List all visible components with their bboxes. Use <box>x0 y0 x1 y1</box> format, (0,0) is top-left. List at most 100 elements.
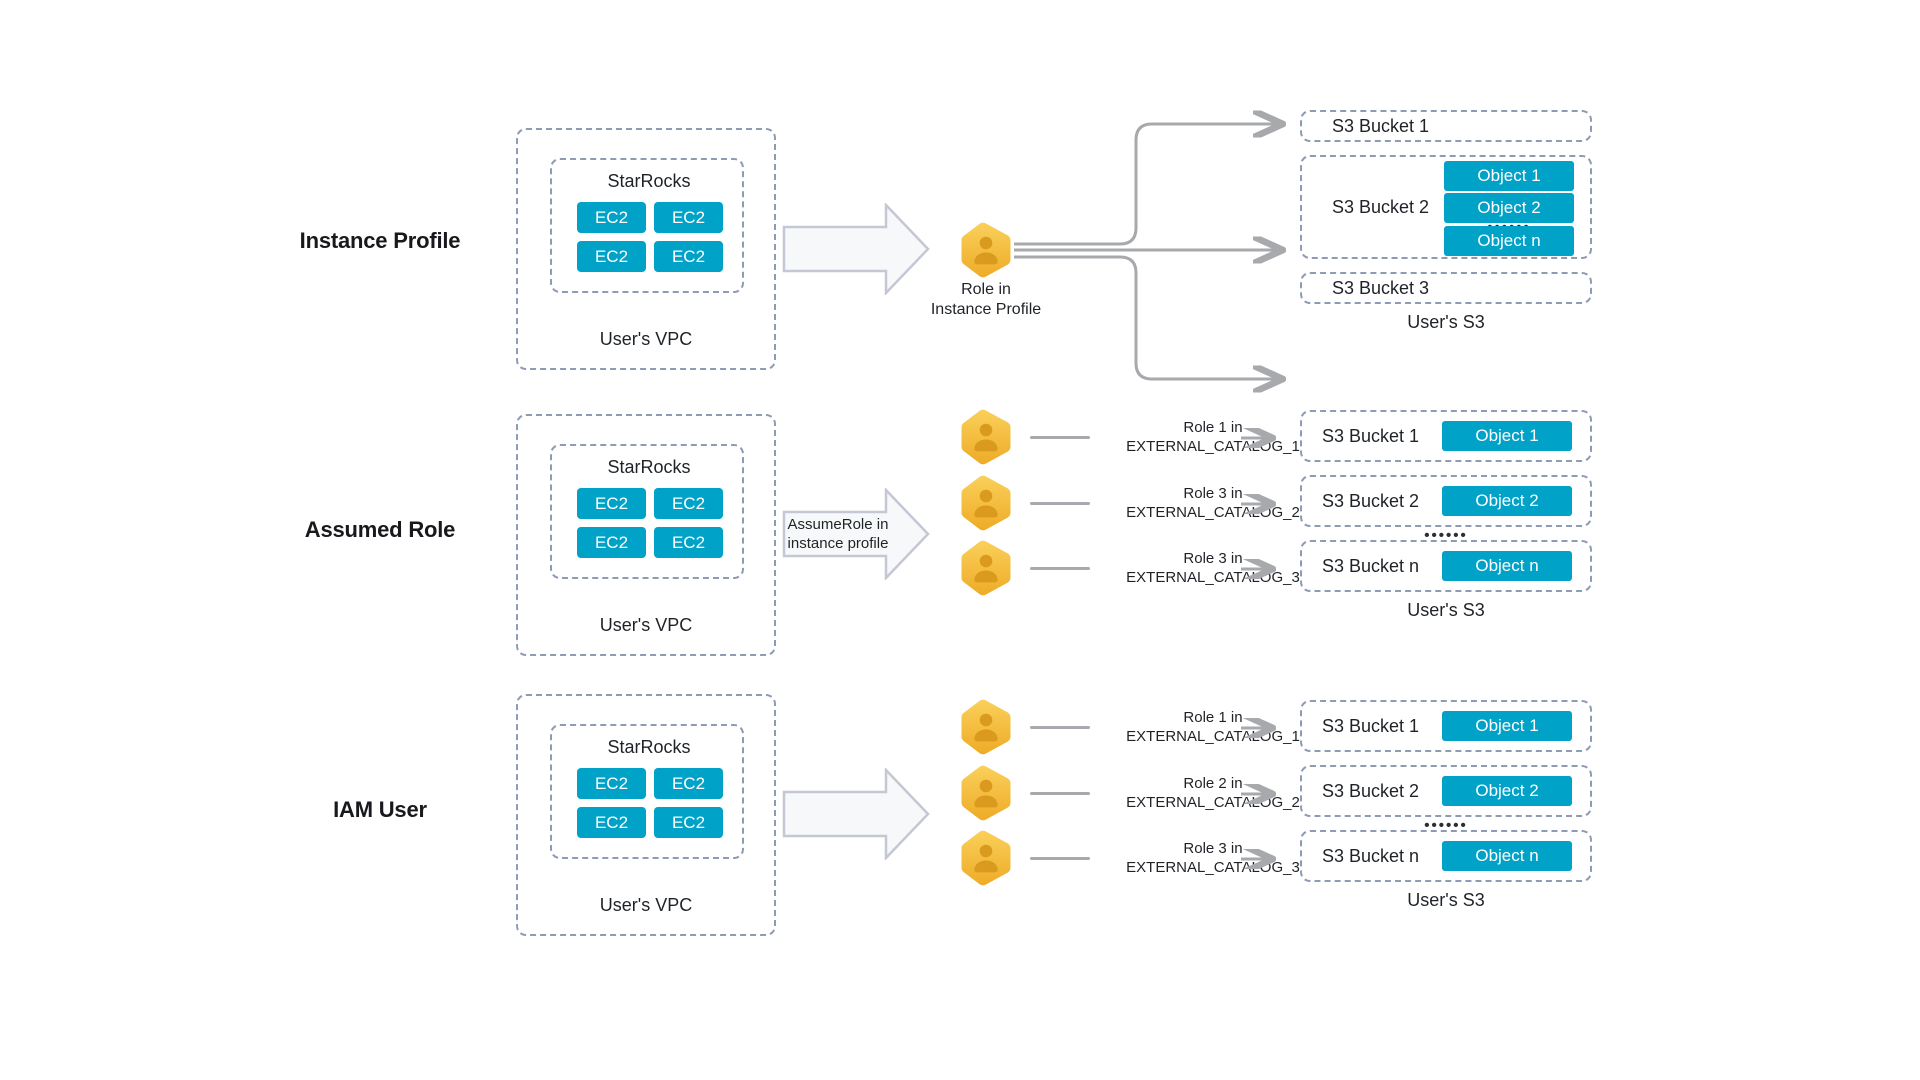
s3-object: Object 1 <box>1442 711 1572 741</box>
starrocks-title: StarRocks <box>607 171 691 191</box>
fanout-connectors <box>0 110 1920 410</box>
bucket-ellipsis: •••••• <box>1424 817 1468 834</box>
role-label: Role 3 in EXTERNAL_CATALOG_3 <box>1098 839 1328 877</box>
role-label-line-2: EXTERNAL_CATALOG_2 <box>1126 794 1300 811</box>
row-label-instance-profile: Instance Profile <box>299 228 461 253</box>
role-to-bucket-arrow <box>1240 494 1286 514</box>
s3-bucket-label: S3 Bucket 2 <box>1322 491 1420 511</box>
role-label-line-2: EXTERNAL_CATALOG_3 <box>1126 859 1300 876</box>
starrocks-container: StarRocks EC2 EC2 EC2 EC2 <box>550 158 744 293</box>
ec2-node: EC2 <box>577 241 646 272</box>
s3-bucket-label: S3 Bucket 1 <box>1332 116 1430 136</box>
role-hexagon-icon <box>960 699 1012 755</box>
vpc-caption: User's VPC <box>599 895 693 915</box>
role-to-bucket-arrow <box>1240 559 1286 579</box>
s3-caption: User's S3 <box>1407 600 1485 620</box>
s3-object: Object n <box>1444 226 1574 256</box>
s3-bucket: S3 Bucket 1 Object 1 <box>1300 700 1592 752</box>
vpc-container: StarRocks EC2 EC2 EC2 EC2 User's VPC <box>516 128 776 370</box>
ec2-node: EC2 <box>654 768 723 799</box>
s3-bucket: S3 Bucket 2 Object 2 <box>1300 765 1592 817</box>
role-connector-line <box>1030 436 1090 439</box>
ec2-node: EC2 <box>654 202 723 233</box>
role-to-bucket-arrow <box>1240 849 1286 869</box>
role-label: Role 1 in EXTERNAL_CATALOG_1 <box>1098 418 1328 456</box>
starrocks-container: StarRocks EC2 EC2 EC2 EC2 <box>550 444 744 579</box>
row-label-assumed-role: Assumed Role <box>304 517 456 542</box>
row-label-iam-user: IAM User <box>333 797 427 822</box>
s3-bucket: S3 Bucket 1 Object 1 <box>1300 410 1592 462</box>
role-label: Role 1 in EXTERNAL_CATALOG_1 <box>1098 708 1328 746</box>
role-label-line-2: EXTERNAL_CATALOG_2 <box>1126 504 1300 521</box>
flow-arrow-instance-profile <box>782 203 930 295</box>
s3-object: Object 1 <box>1444 161 1574 191</box>
row-instance-profile: Instance Profile StarRocks EC2 EC2 EC2 E… <box>0 110 1920 390</box>
role-hexagon-icon <box>960 765 1012 821</box>
s3-bucket: S3 Bucket n Object n <box>1300 830 1592 882</box>
role-label-line-1: Role 2 in <box>1183 775 1243 792</box>
role-label: Role 3 in EXTERNAL_CATALOG_3 <box>1098 549 1328 587</box>
ec2-grid: EC2 EC2 EC2 EC2 <box>577 768 723 838</box>
s3-bucket-label: S3 Bucket 1 <box>1322 716 1420 736</box>
s3-caption: User's S3 <box>1407 312 1485 332</box>
role-hexagon-caption: Role in Instance Profile <box>874 280 1098 320</box>
s3-object: Object 2 <box>1442 486 1572 516</box>
role-label-line-1: Role 1 in <box>1183 419 1243 436</box>
role-connector-line <box>1030 792 1090 795</box>
role-label: Role 2 in EXTERNAL_CATALOG_2 <box>1098 774 1328 812</box>
role-to-bucket-arrow <box>1240 784 1286 804</box>
ec2-node: EC2 <box>654 241 723 272</box>
ec2-node: EC2 <box>654 527 723 558</box>
ec2-node: EC2 <box>577 202 646 233</box>
role-label-line-1: Role 3 in <box>1183 485 1243 502</box>
flow-arrow-iam-user <box>782 768 930 860</box>
ec2-node: EC2 <box>654 807 723 838</box>
vpc-container: StarRocks EC2 EC2 EC2 EC2 User's VPC <box>516 694 776 936</box>
flow-arrow-assume-role: AssumeRole in instance profile <box>782 488 930 580</box>
s3-bucket-label: S3 Bucket 2 <box>1332 197 1430 217</box>
s3-bucket: S3 Bucket 2 Object 1 Object 2 •••••• Obj… <box>1300 155 1592 259</box>
role-label-line-2: EXTERNAL_CATALOG_3 <box>1126 569 1300 586</box>
role-hexagon-icon <box>960 540 1012 596</box>
ec2-node: EC2 <box>577 527 646 558</box>
s3-bucket-label: S3 Bucket 1 <box>1322 426 1420 446</box>
flow-arrow-label: AssumeRole in instance profile <box>787 516 889 552</box>
role-label-line-1: Role 3 in <box>1183 840 1243 857</box>
role-label-line-2: EXTERNAL_CATALOG_1 <box>1126 728 1300 745</box>
s3-bucket-label: S3 Bucket n <box>1322 846 1420 866</box>
role-connector-line <box>1030 567 1090 570</box>
s3-bucket: S3 Bucket n Object n <box>1300 540 1592 592</box>
ec2-grid: EC2 EC2 EC2 EC2 <box>577 202 723 272</box>
role-hexagon-icon <box>960 475 1012 531</box>
role-connector-line <box>1030 857 1090 860</box>
ec2-node: EC2 <box>577 807 646 838</box>
role-to-bucket-arrow <box>1240 718 1286 738</box>
vpc-caption: User's VPC <box>599 329 693 349</box>
role-hexagon-icon <box>960 830 1012 886</box>
ec2-grid: EC2 EC2 EC2 EC2 <box>577 488 723 558</box>
s3-bucket-label: S3 Bucket 3 <box>1332 278 1430 298</box>
role-hexagon-icon: Role in Instance Profile <box>931 222 1041 318</box>
ec2-node: EC2 <box>577 768 646 799</box>
role-connector-line <box>1030 502 1090 505</box>
vpc-container: StarRocks EC2 EC2 EC2 EC2 User's VPC <box>516 414 776 656</box>
role-connector-line <box>1030 726 1090 729</box>
starrocks-title: StarRocks <box>607 457 691 477</box>
role-hexagon-icon <box>960 409 1012 465</box>
role-label-line-1: Role 1 in <box>1183 709 1243 726</box>
s3-object: Object 2 <box>1442 776 1572 806</box>
role-to-bucket-arrow <box>1240 428 1286 448</box>
bucket-ellipsis: •••••• <box>1424 527 1468 544</box>
starrocks-title: StarRocks <box>607 737 691 757</box>
s3-caption: User's S3 <box>1407 890 1485 910</box>
starrocks-container: StarRocks EC2 EC2 EC2 EC2 <box>550 724 744 859</box>
s3-object: Object n <box>1442 551 1572 581</box>
vpc-caption: User's VPC <box>599 615 693 635</box>
s3-bucket: S3 Bucket 1 <box>1300 110 1592 142</box>
row-iam-user: IAM User StarRocks EC2 EC2 EC2 EC2 User'… <box>0 690 1920 980</box>
role-caption-line-2: Instance Profile <box>930 301 1042 318</box>
ec2-node: EC2 <box>654 488 723 519</box>
ec2-node: EC2 <box>577 488 646 519</box>
role-caption-line-1: Role in <box>961 281 1011 298</box>
